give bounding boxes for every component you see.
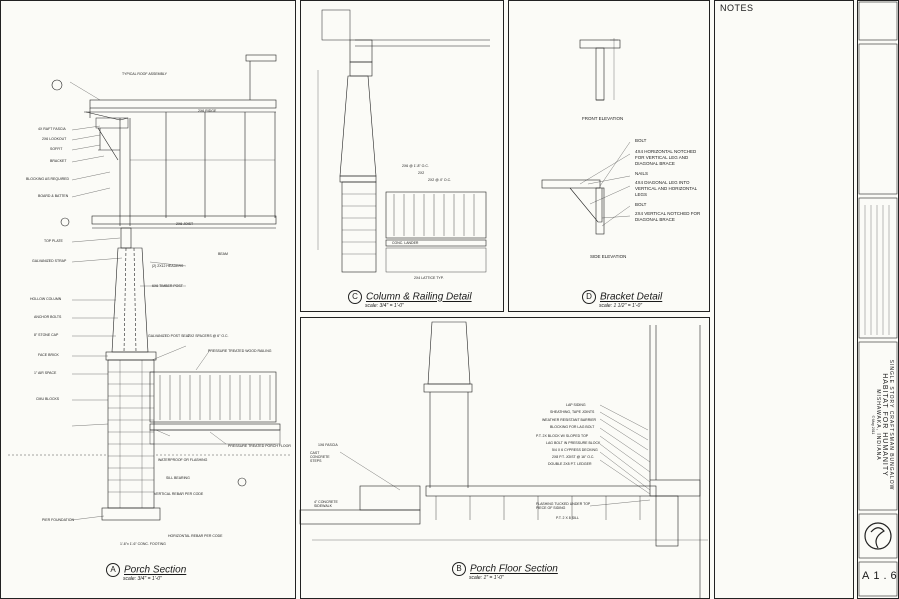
detail-title: Porch Floor Section [470, 563, 558, 575]
column-callout-label: 2X2 [418, 171, 425, 175]
column-callout-label: 2X2 @ 4" O.C. [428, 178, 452, 182]
notes-title: NOTES [720, 3, 754, 13]
floor-callout-label: WEATHER RESISTANT BARRIER [542, 418, 597, 422]
callout-label: VERTICAL REBAR PER CODE [154, 492, 204, 496]
callout-label: 8" STONE CAP [34, 333, 59, 337]
panel-notes [714, 0, 854, 599]
floor-callout-label: 5/4 X 6 CYPRESS DECKING [552, 448, 598, 452]
detail-marker-b: B [452, 562, 466, 576]
caption-column-railing: C Column & Railing Detail scale: 3/4" = 1… [348, 290, 472, 309]
floor-callout-label: LAG BOLT IN PRESSURE BLOCK [546, 441, 601, 445]
detail-marker-d: D [582, 290, 596, 304]
copyright: © May 2011 [871, 415, 875, 435]
column-railing-drawing [317, 9, 490, 273]
callout-label: BRACKET [50, 159, 67, 163]
callout-label: ANCHOR BOLTS [34, 315, 62, 319]
sheet-number: A1.6 [862, 570, 899, 582]
floor-callout-label: CAST CONCRETE STEPS [310, 451, 330, 463]
callout-label: 1" AIR SPACE [34, 371, 57, 375]
panel-column-railing [300, 0, 504, 312]
callout-label: PIER FOUNDATION [42, 518, 75, 522]
floor-callout-label: LAP SIDING [566, 403, 586, 407]
floor-callout-label: DOUBLE 2X8 P.T. LEDGER [548, 462, 592, 466]
caption-porch-floor: B Porch Floor Section scale: 1" = 1'-0" [452, 562, 558, 581]
callout-label: SOFFIT [50, 147, 63, 151]
detail-title: Bracket Detail [600, 291, 663, 303]
caption-porch-section: A Porch Section scale: 3/4" = 1'-0" [106, 563, 186, 582]
floor-callout-label: SHEATHING, TAPE JOINTS [550, 410, 595, 414]
callout-label: 6X6 TIMBER POST [152, 284, 183, 288]
detail-marker-c: C [348, 290, 362, 304]
callout-label: GALVANIZED POST SEAT [148, 334, 190, 338]
bracket-callout: NAILS [635, 171, 649, 176]
project-title-block: SINGLE STORY CRAFTSMAN BUNGALOW HABITAT … [871, 350, 894, 500]
callout-label: BOARD & BATTEN [38, 194, 69, 198]
callout-label: TOP PLATE [44, 239, 63, 243]
bracket-front-elevation-label: FRONT ELEVATION [582, 116, 624, 121]
callout-label: 1'-6"x 1'-6" CONC. FOOTING [120, 542, 166, 546]
bracket-side-elevation-label: SIDE ELEVATION [590, 254, 627, 259]
bracket-callout: 4X4 HORIZONTAL NOTCHED FOR VERTICAL LEG … [635, 149, 697, 166]
project-line: SINGLE STORY CRAFTSMAN BUNGALOW [888, 359, 894, 491]
porch-section-drawing [8, 54, 292, 521]
callout-label: 4X RAFT FASCIA [38, 127, 66, 131]
floor-callout-label: FLASHING TUCKED UNDER TOP PIECE OF SIDIN… [536, 502, 591, 510]
callout-label: 2X2 SPACERS @ 6" O.C. [188, 334, 229, 338]
callout-label: GALVANIZED STRAP [32, 259, 67, 263]
callout-label: BLOCKING AS REQUIRED [26, 177, 69, 181]
callout-label: HORIZONTAL REBAR PER CODE [168, 534, 223, 538]
callout-label: CMU BLOCKS [36, 397, 60, 401]
callout-label: PRESSURE TREATED PORCH FLOOR [228, 444, 291, 448]
column-callout-label: 2X6 @ 1'-8" O.C. [402, 164, 429, 168]
floor-callout-label: BLOCKING FOR LAG BOLT [550, 425, 595, 429]
callout-label: PRESSURE TREATED WOOD RAILING [208, 349, 272, 353]
detail-marker-a: A [106, 563, 120, 577]
floor-callout-label: 4" CONCRETE SIDEWALK [314, 500, 338, 508]
callout-label: TYPICAL ROOF ASSEMBLY [122, 72, 167, 76]
column-callout-label: 2X4 LATTICE TYP. [414, 276, 444, 280]
panel-porch-floor [300, 317, 710, 599]
callout-label: (2) 2X12 HEADERS [152, 264, 184, 268]
panel-bracket-detail [508, 0, 710, 312]
callout-label: FACE BRICK [38, 353, 59, 357]
bracket-callout: 2X4 VERTICAL NOTCHED FOR DIAGONAL BRACE [635, 211, 701, 222]
porch-floor-drawing [299, 321, 708, 599]
bracket-callout: 4X4 DIAGONAL LEG INTO VERTICAL AND HORIZ… [635, 180, 698, 197]
callout-label: 2X6 RIDGE [198, 109, 217, 113]
title-block-grid [858, 1, 898, 597]
bracket-callout: BOLT [635, 202, 647, 207]
callout-label: 2X6 LOOKOUT [42, 137, 67, 141]
caption-bracket: D Bracket Detail scale: 1 1/2" = 1'-0" [582, 290, 662, 309]
detail-title: Column & Railing Detail [366, 291, 472, 303]
bracket-callout: BOLT [635, 138, 647, 143]
floor-callout-label: 1X6 FASCIA [318, 443, 338, 447]
column-callout-label: CONC. LANDER [392, 241, 419, 245]
detail-scale: scale: 1 1/2" = 1'-0" [599, 303, 643, 309]
bracket-drawing [541, 38, 631, 235]
floor-callout-label: 2X8 P.T. JOIST @ 16" O.C. [552, 455, 595, 459]
callout-label: HOLLOW COLUMN [30, 297, 62, 301]
detail-title: Porch Section [124, 564, 187, 576]
detail-scale: scale: 3/4" = 1'-0" [365, 303, 404, 309]
floor-callout-label: P.T. 2X BLOCK W/ SLOPED TOP [536, 434, 589, 438]
detail-scale: scale: 1" = 1'-0" [469, 575, 504, 581]
callout-label: SILL BEARING [166, 476, 190, 480]
project-line: HABITAT FOR HUMANITY [881, 373, 888, 477]
detail-scale: scale: 3/4" = 1'-0" [123, 576, 162, 582]
floor-callout-label: P.T. 2 X 8 SILL [556, 516, 579, 520]
callout-label: WATERPROOF OR FLASHING [158, 458, 208, 462]
callout-label: BEAM [218, 252, 228, 256]
callout-label: 2X6 JOIST [176, 222, 194, 226]
